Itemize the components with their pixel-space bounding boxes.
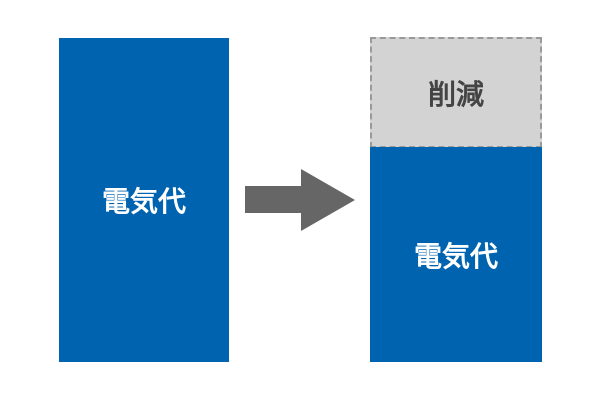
reduction-label: 削減 <box>427 77 484 111</box>
before-label: 電気代 <box>101 185 186 218</box>
after-electricity-cost-bar: 電気代 <box>370 147 542 362</box>
after-label: 電気代 <box>413 239 498 273</box>
reduction-box: 削減 <box>370 37 542 148</box>
before-electricity-cost-bar: 電気代 <box>59 38 229 362</box>
